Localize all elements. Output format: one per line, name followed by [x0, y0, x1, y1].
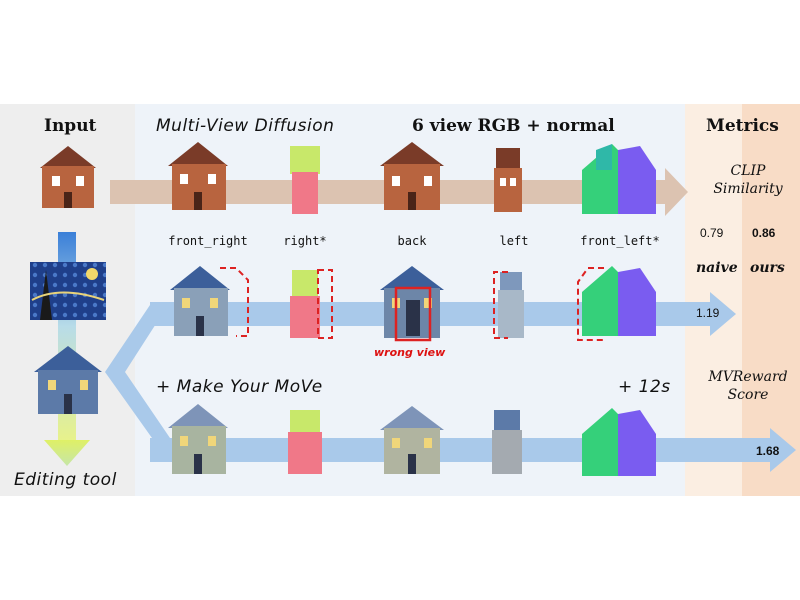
clip-similarity-title: CLIP Similarity: [713, 163, 783, 197]
input-house-image: [40, 146, 96, 208]
clip-ours-value: 0.86: [752, 226, 776, 240]
naive-reward-value: 1.19: [696, 306, 720, 320]
row2-front-left-dash-box: [577, 267, 604, 341]
row1-left-house: [494, 148, 522, 212]
view-label-right: right*: [283, 234, 327, 248]
row1-back-house: [380, 142, 444, 210]
starry-night-image: [30, 262, 106, 320]
row3-front-right-house: [168, 404, 228, 474]
rgb-normal-header: 6 view RGB + normal: [412, 116, 615, 136]
row2-left-house: [498, 272, 524, 338]
blue-curve-connector: [105, 302, 170, 438]
multiview-header: Multi-View Diffusion: [156, 116, 335, 136]
row1-front-left-normal: [582, 144, 656, 214]
view-label-back: back: [397, 234, 427, 248]
row2-front-right-house: [170, 266, 230, 336]
time-cost-label: + 12s: [618, 377, 671, 397]
view-label-front-right: front_right: [168, 234, 248, 248]
clip-naive-value: 0.79: [700, 226, 724, 240]
naive-label: naive: [696, 260, 738, 276]
row2-right-normal: [290, 270, 320, 338]
vertical-gradient-arrowhead: [44, 440, 90, 466]
row3-back-house: [380, 406, 444, 474]
make-your-move-label: + Make Your MoVe: [156, 377, 323, 397]
ours-reward-value: 1.68: [756, 444, 780, 458]
row3-right-normal: [288, 410, 322, 474]
ours-label: ours: [750, 260, 785, 276]
input-header: Input: [44, 116, 97, 136]
edited-input-house-image: [34, 346, 102, 414]
editing-tool-label: Editing tool: [14, 470, 117, 490]
row3-left-house: [492, 410, 522, 474]
row1-front-right-house: [168, 142, 228, 210]
blue-arrow-ours: [150, 428, 796, 472]
row2-right-dash-box: [317, 269, 333, 339]
row1-right-normal: [290, 146, 320, 214]
mvreward-score-title: MVReward Score: [708, 369, 788, 403]
view-label-left: left: [499, 234, 529, 248]
metrics-header: Metrics: [706, 116, 779, 136]
row2-front-left-normal: [582, 266, 656, 336]
row2-back-wrong-box: [394, 286, 432, 342]
wrong-view-label: wrong view: [374, 346, 446, 359]
view-label-front-left: front_left*: [580, 234, 660, 248]
row2-back-house: [380, 266, 444, 338]
row3-front-left-normal: [582, 408, 656, 476]
row2-front-right-dash-box: [220, 267, 249, 337]
